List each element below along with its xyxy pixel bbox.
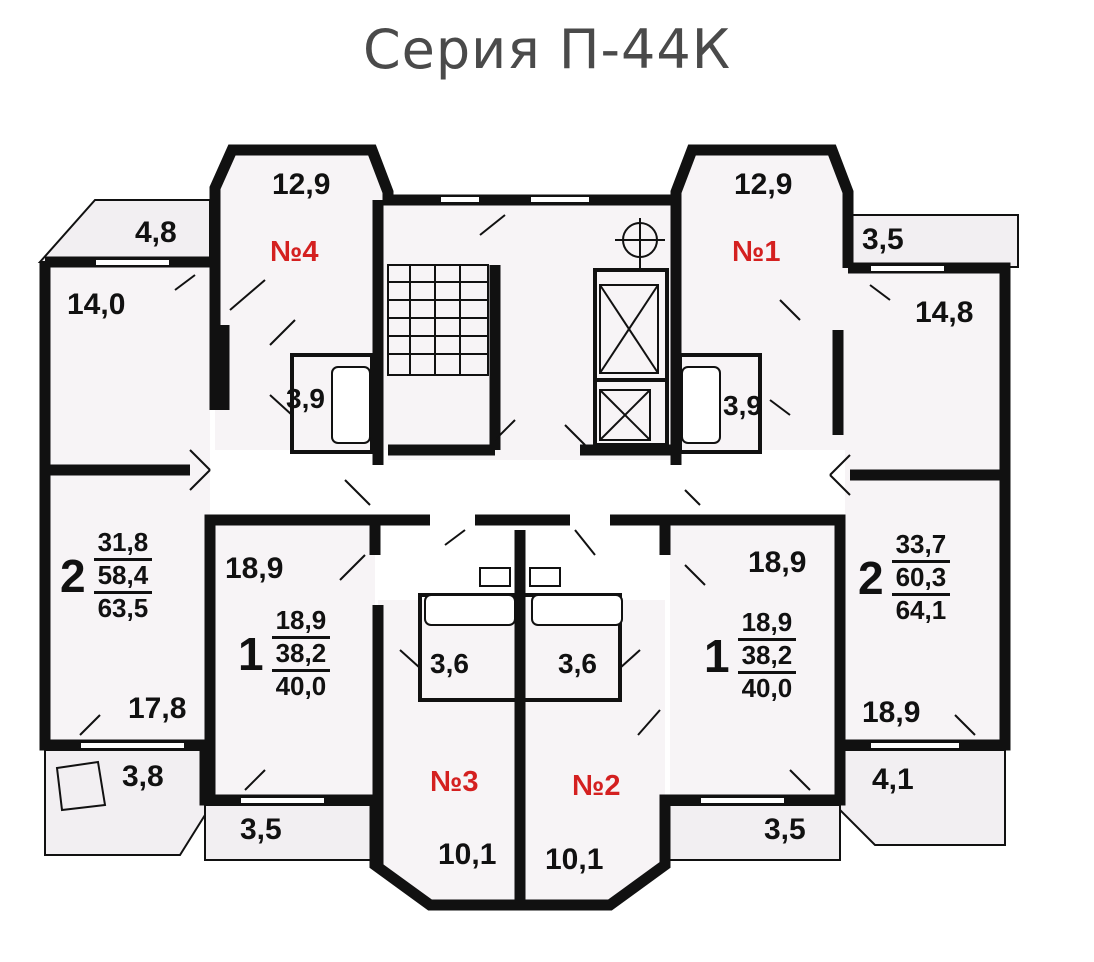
summary-right-2room: 2 33,7 60,3 64,1 <box>858 529 951 626</box>
living-area: 33,7 <box>891 529 951 563</box>
total-area: 60,3 <box>891 562 951 596</box>
page-title: Серия П-44К <box>362 18 732 81</box>
windows <box>79 195 961 805</box>
area-balcony-bottom-mid-left: 3,5 <box>240 813 282 846</box>
summary-right-1room: 1 18,9 38,2 40,0 <box>704 607 797 704</box>
overall-area: 64,1 <box>895 594 947 625</box>
stairs <box>387 264 489 376</box>
area-bath-1: 3,9 <box>723 390 762 421</box>
overall-area: 40,0 <box>275 670 327 701</box>
utility-box-icon <box>55 760 107 812</box>
rooms-count: 2 <box>60 549 86 602</box>
area-balcony-bottom-right: 4,1 <box>872 763 914 796</box>
total-area: 38,2 <box>737 640 797 674</box>
area-room-top-right: 14,8 <box>915 296 974 329</box>
living-area: 18,9 <box>737 607 797 641</box>
area-living-right: 18,9 <box>748 546 807 579</box>
area-balcony-bottom-mid-right: 3,5 <box>764 813 806 846</box>
living-area: 31,8 <box>93 527 153 561</box>
area-room-top-left: 14,0 <box>67 288 126 321</box>
area-a4-room: 12,9 <box>272 168 331 201</box>
apartment-number-4: №4 <box>270 236 319 268</box>
bathtubs <box>331 366 721 626</box>
area-kitchen-2: 10,1 <box>545 843 604 876</box>
area-balcony-top-left: 4,8 <box>135 216 177 249</box>
door-swings <box>79 214 976 791</box>
area-room-bottom-left: 17,8 <box>128 692 187 725</box>
total-area: 38,2 <box>271 638 331 672</box>
area-kitchen-3: 10,1 <box>438 838 497 871</box>
rooms-count: 1 <box>238 627 264 680</box>
apartment-number-2: №2 <box>572 770 621 802</box>
area-bath-2: 3,6 <box>558 648 597 679</box>
total-area: 58,4 <box>93 560 153 594</box>
rooms-count: 2 <box>858 551 884 604</box>
living-area: 18,9 <box>271 605 331 639</box>
rooms-count: 1 <box>704 629 730 682</box>
apartment-number-1: №1 <box>732 236 781 268</box>
crosshair-icon <box>615 218 665 268</box>
summary-left-2room: 2 31,8 58,4 63,5 <box>60 527 153 624</box>
overall-area: 63,5 <box>97 592 149 623</box>
apartment-number-3: №3 <box>430 766 479 798</box>
overall-area: 40,0 <box>741 672 793 703</box>
area-living-left: 18,9 <box>225 552 284 585</box>
area-bath-4: 3,9 <box>286 383 325 414</box>
area-bath-3: 3,6 <box>430 648 469 679</box>
area-balcony-bottom-left: 3,8 <box>122 760 164 793</box>
area-balcony-top-right: 3,5 <box>862 223 904 256</box>
summary-left-1room: 1 18,9 38,2 40,0 <box>238 605 331 702</box>
elevators <box>599 284 659 441</box>
area-room-bottom-right: 18,9 <box>862 696 921 729</box>
area-a1-room: 12,9 <box>734 168 793 201</box>
partitions <box>290 268 762 702</box>
